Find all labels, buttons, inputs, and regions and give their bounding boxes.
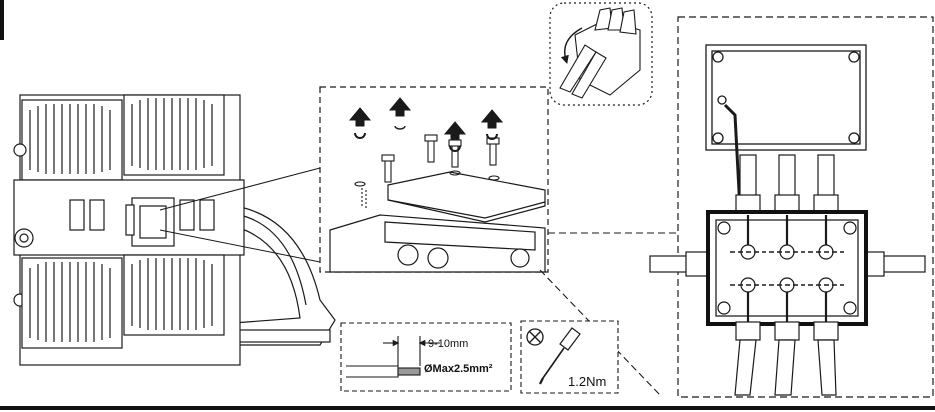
up-arrow-icon bbox=[443, 121, 467, 152]
lever-connector-detail bbox=[549, 2, 653, 106]
up-arrow-icon bbox=[480, 109, 504, 140]
corner-mark bbox=[0, 0, 4, 40]
screw bbox=[424, 134, 438, 163]
wire-strip-spec: 9-10mm ØMax2.5mm² bbox=[340, 322, 512, 392]
open-cover bbox=[705, 44, 867, 151]
stripped-conductor bbox=[397, 367, 421, 376]
screwdriver-icon bbox=[539, 327, 581, 385]
terminal-blocks bbox=[730, 215, 844, 322]
heatsink-module-top-right bbox=[123, 94, 225, 176]
bottom-cables bbox=[734, 321, 839, 396]
cover-removal-detail bbox=[319, 86, 549, 273]
fixture-junction-box bbox=[125, 197, 175, 247]
up-arrow-icon bbox=[388, 97, 412, 130]
ground-wire bbox=[723, 103, 742, 211]
rotate-arrow-icon bbox=[560, 27, 583, 65]
wiring-detail bbox=[649, 16, 934, 398]
screw bbox=[381, 154, 395, 183]
top-cables bbox=[735, 154, 839, 214]
torque-spec: 1.2Nm bbox=[520, 320, 619, 394]
detail-leader-lines bbox=[539, 232, 678, 396]
cable-gland bbox=[397, 244, 419, 266]
floodlight-fixture bbox=[13, 94, 336, 366]
zoom-leader-lines bbox=[159, 167, 321, 263]
unscrew-arrows bbox=[348, 97, 504, 152]
bottom-rule bbox=[0, 406, 935, 410]
side-cables bbox=[649, 251, 926, 277]
heatsink-module-bottom-left bbox=[21, 257, 123, 349]
heatsink-module-top-left bbox=[21, 99, 123, 181]
strip-length-label: 9-10mm bbox=[428, 338, 468, 350]
up-arrow-icon bbox=[348, 107, 372, 139]
screw bbox=[486, 137, 500, 166]
max-cross-section-label: ØMax2.5mm² bbox=[424, 363, 493, 375]
circle-cross-icon bbox=[526, 328, 544, 346]
torque-value-label: 1.2Nm bbox=[568, 374, 606, 389]
heatsink-module-bottom-right bbox=[123, 254, 225, 336]
